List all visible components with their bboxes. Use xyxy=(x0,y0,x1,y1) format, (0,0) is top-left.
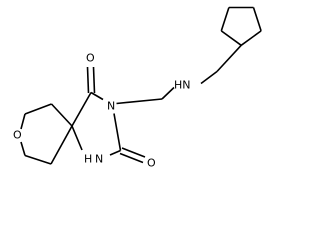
amide-n1-h-label: H xyxy=(84,153,92,166)
bond-c6-c7 xyxy=(24,103,52,115)
bond-c10-spiro xyxy=(50,125,73,165)
ring-oxygen-label: O xyxy=(13,129,22,142)
bond-ch2-nh xyxy=(200,70,218,85)
molecule-structure-diagram: HN O O N N H O xyxy=(13,6,262,170)
bond-c4-spiro xyxy=(71,92,92,127)
bond-c4-o-a xyxy=(86,66,90,94)
bond-cp-1 xyxy=(220,7,230,32)
amine-nh-label: HN xyxy=(174,79,191,92)
bond-c9-c10 xyxy=(24,154,52,165)
carbonyl-groups xyxy=(86,66,146,164)
bond-spiro-c6 xyxy=(50,103,73,127)
bond-c4-o-b xyxy=(92,66,96,94)
bond-o-c9 xyxy=(20,141,26,156)
carbonyl-oxygen-2-label: O xyxy=(147,157,156,170)
bond-cp-5 xyxy=(220,30,242,46)
bond-cp-3 xyxy=(252,7,262,32)
bond-cp-4 xyxy=(240,30,262,46)
tetrahydropyran-ring xyxy=(20,103,73,165)
carbonyl-oxygen-4-label: O xyxy=(86,52,95,65)
bond-n3-c4 xyxy=(90,91,104,101)
bond-c2-o-b xyxy=(121,147,146,158)
bond-spiro-n1 xyxy=(71,125,83,151)
bond-ch2-n3 xyxy=(116,98,163,105)
atom-labels: HN O O N N H O xyxy=(13,52,191,170)
bond-nh-ch2 xyxy=(161,86,175,100)
bond-c2-n3 xyxy=(113,113,122,151)
bond-cp-ch2 xyxy=(216,44,242,73)
bond-c2-o-a xyxy=(119,152,144,164)
cyclopentane-ring xyxy=(220,6,262,46)
methylamine-linker xyxy=(116,44,242,105)
imide-n3-label: N xyxy=(107,100,115,113)
bond-n1-c2 xyxy=(109,149,121,156)
hydantoin-ring xyxy=(71,91,122,156)
amide-n1-label: N xyxy=(95,153,103,166)
bond-c7-o xyxy=(20,113,26,130)
